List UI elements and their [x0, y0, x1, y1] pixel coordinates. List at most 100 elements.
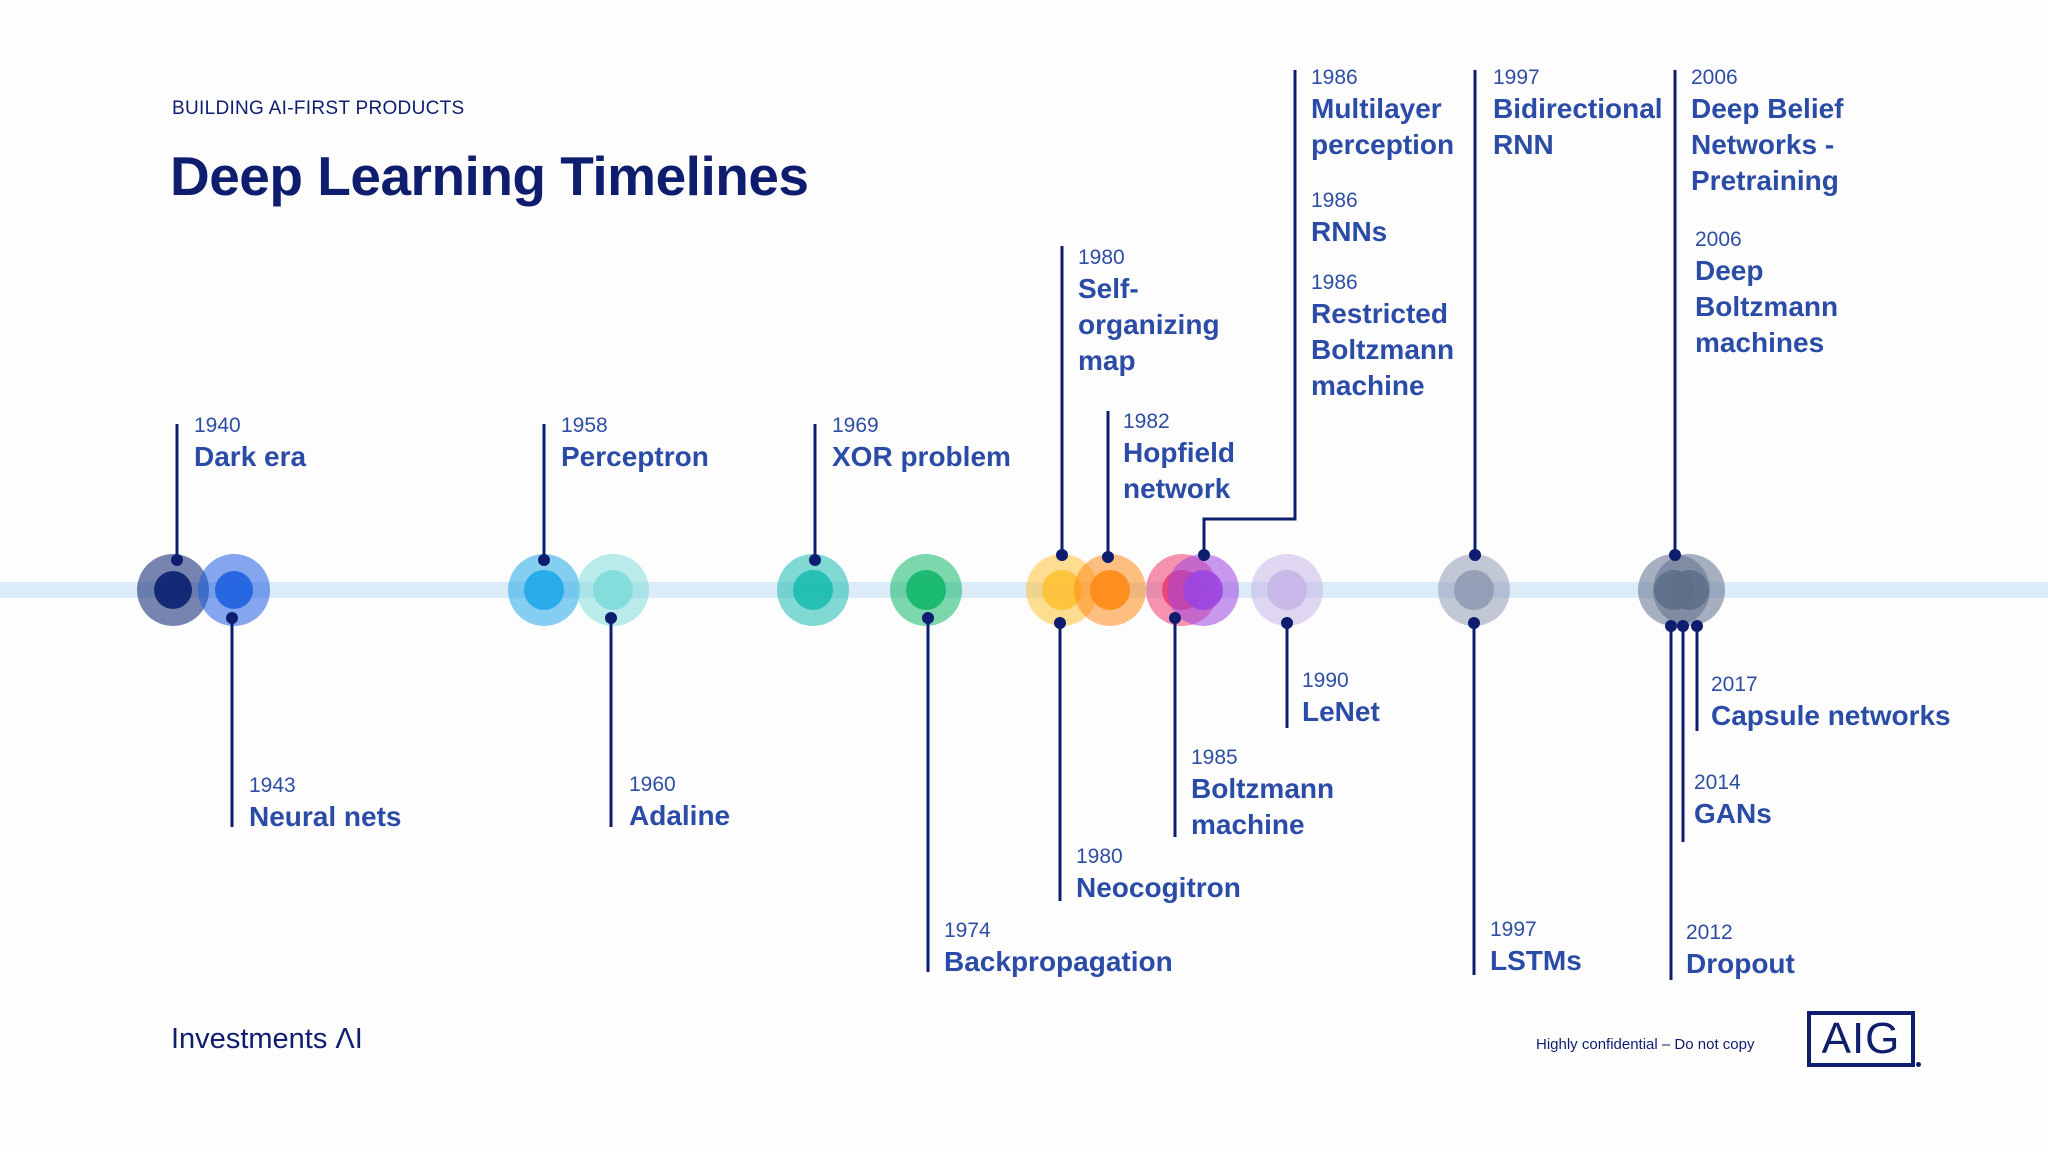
event-label: Boltzmann machine	[1191, 773, 1335, 840]
event-label: RNNs	[1311, 216, 1388, 247]
event-year: 2012	[1686, 921, 1733, 944]
xor-problem-connector-dot	[809, 554, 821, 566]
aig-logo-text: AIG	[1821, 1014, 1901, 1063]
investments-ai-logo: Investments ΛI	[171, 1023, 363, 1055]
event-label: GANs	[1694, 798, 1772, 829]
event-year: 1997	[1493, 66, 1540, 89]
event-deep-boltzmann-machines: 2006 Deep Boltzmann machines	[1695, 227, 1845, 361]
perceptron-connector-dot	[538, 554, 550, 566]
event-label: Dark era	[194, 441, 307, 472]
event-year: 1982	[1123, 410, 1170, 433]
event-boltzmann-machine: 1985 Boltzmann machine	[1191, 745, 1351, 843]
aig-logo: AIG	[1807, 1011, 1915, 1067]
event-label: Multilayer perception	[1311, 93, 1455, 160]
adaline-node-core	[593, 570, 633, 610]
event-label: Dropout	[1686, 948, 1795, 979]
event-backpropagation: 1974 Backpropagation	[944, 918, 1173, 980]
neocogitron-connector-dot	[1054, 617, 1066, 629]
dropout-connector-dot	[1665, 620, 1677, 632]
lenet-connector-dot	[1281, 617, 1293, 629]
backpropagation-node-core	[906, 570, 946, 610]
timeline-nodes	[137, 554, 1725, 626]
event-label: Perceptron	[561, 441, 709, 472]
event-hopfield-network: 1982 Hopfield network	[1123, 409, 1263, 507]
event-gans: 2014 GANs	[1694, 770, 1772, 832]
event-label: Hopfield network	[1123, 437, 1235, 504]
perceptron-node-core	[524, 570, 564, 610]
multilayer-perception-node-core	[1183, 570, 1223, 610]
hopfield-network-node-core	[1090, 570, 1130, 610]
dropout-node-core	[1669, 570, 1709, 610]
bidirectional-rnn-connector-dot	[1469, 549, 1481, 561]
dark-era-node-core	[154, 571, 192, 609]
deep-belief-networks-connector-dot	[1669, 549, 1681, 561]
timeline-axis-band	[0, 582, 2048, 598]
event-rnns: 1986 RNNs	[1311, 188, 1387, 250]
event-adaline: 1960 Adaline	[629, 772, 730, 834]
event-label: LSTMs	[1490, 945, 1582, 976]
event-label: Neocogitron	[1076, 872, 1241, 903]
event-label: Backpropagation	[944, 946, 1173, 977]
event-xor-problem: 1969 XOR problem	[832, 413, 1011, 475]
event-self-organizing-map: 1980 Self-organizing map	[1078, 245, 1278, 379]
boltzmann-machine-connector-dot	[1169, 612, 1181, 624]
event-year: 1980	[1078, 246, 1125, 269]
multilayer-perception-connector-dot	[1198, 549, 1210, 561]
event-bidirectional-rnn: 1997 Bidirectional RNN	[1493, 65, 1668, 163]
event-year: 1969	[832, 414, 879, 437]
event-year: 2006	[1691, 66, 1738, 89]
event-lstms: 1997 LSTMs	[1490, 917, 1582, 979]
neural-nets-node-core	[215, 571, 253, 609]
event-year: 1985	[1191, 746, 1238, 769]
page-title: Deep Learning Timelines	[170, 145, 809, 207]
event-year: 1943	[249, 774, 296, 797]
event-year: 1986	[1311, 271, 1358, 294]
event-label: Deep Boltzmann machines	[1695, 255, 1839, 358]
event-dark-era: 1940 Dark era	[194, 413, 306, 475]
xor-problem-node-core	[793, 570, 833, 610]
event-neocogitron: 1980 Neocogitron	[1076, 844, 1241, 906]
event-neural-nets: 1943 Neural nets	[249, 773, 402, 835]
event-year: 2014	[1694, 771, 1741, 794]
event-label: Deep Belief Networks - Pretraining	[1691, 93, 1844, 196]
event-year: 1974	[944, 919, 991, 942]
event-capsule-networks: 2017 Capsule networks	[1711, 672, 1951, 734]
event-year: 1986	[1311, 66, 1358, 89]
capsule-networks-connector-dot	[1691, 620, 1703, 632]
event-label: XOR problem	[832, 441, 1011, 472]
lenet-node-core	[1267, 570, 1307, 610]
event-year: 1958	[561, 414, 608, 437]
event-year: 1990	[1302, 669, 1349, 692]
adaline-connector-dot	[605, 612, 617, 624]
event-label: Capsule networks	[1711, 700, 1951, 731]
event-year: 1960	[629, 773, 676, 796]
kicker-text: BUILDING AI-FIRST PRODUCTS	[172, 98, 465, 119]
event-year: 2017	[1711, 673, 1758, 696]
dark-era-connector-dot	[171, 554, 183, 566]
event-label: LeNet	[1302, 696, 1380, 727]
event-dropout: 2012 Dropout	[1686, 920, 1795, 982]
event-year: 1997	[1490, 918, 1537, 941]
neural-nets-connector-dot	[226, 612, 238, 624]
event-restricted-boltzmann-machine: 1986 Restricted Boltzmann machine	[1311, 270, 1461, 404]
hopfield-network-connector-dot	[1102, 551, 1114, 563]
timeline-connectors	[171, 70, 1703, 980]
event-multilayer-perception: 1986 Multilayer perception	[1311, 65, 1461, 163]
lstms-connector-dot	[1468, 617, 1480, 629]
self-organizing-map-connector-dot	[1056, 549, 1068, 561]
aig-logo-mark	[1916, 1062, 1921, 1067]
event-label: Neural nets	[249, 801, 402, 832]
event-label: Bidirectional RNN	[1493, 93, 1663, 160]
event-label: Adaline	[629, 800, 731, 831]
gans-connector-dot	[1677, 620, 1689, 632]
confidentiality-notice: Highly confidential – Do not copy	[1536, 1036, 1755, 1053]
backpropagation-connector-dot	[922, 612, 934, 624]
event-lenet: 1990 LeNet	[1302, 668, 1380, 730]
event-year: 2006	[1695, 228, 1742, 251]
event-year: 1980	[1076, 845, 1123, 868]
multilayer-perception-connector	[1202, 70, 1297, 555]
event-perceptron: 1958 Perceptron	[561, 413, 709, 475]
event-year: 1940	[194, 414, 241, 437]
